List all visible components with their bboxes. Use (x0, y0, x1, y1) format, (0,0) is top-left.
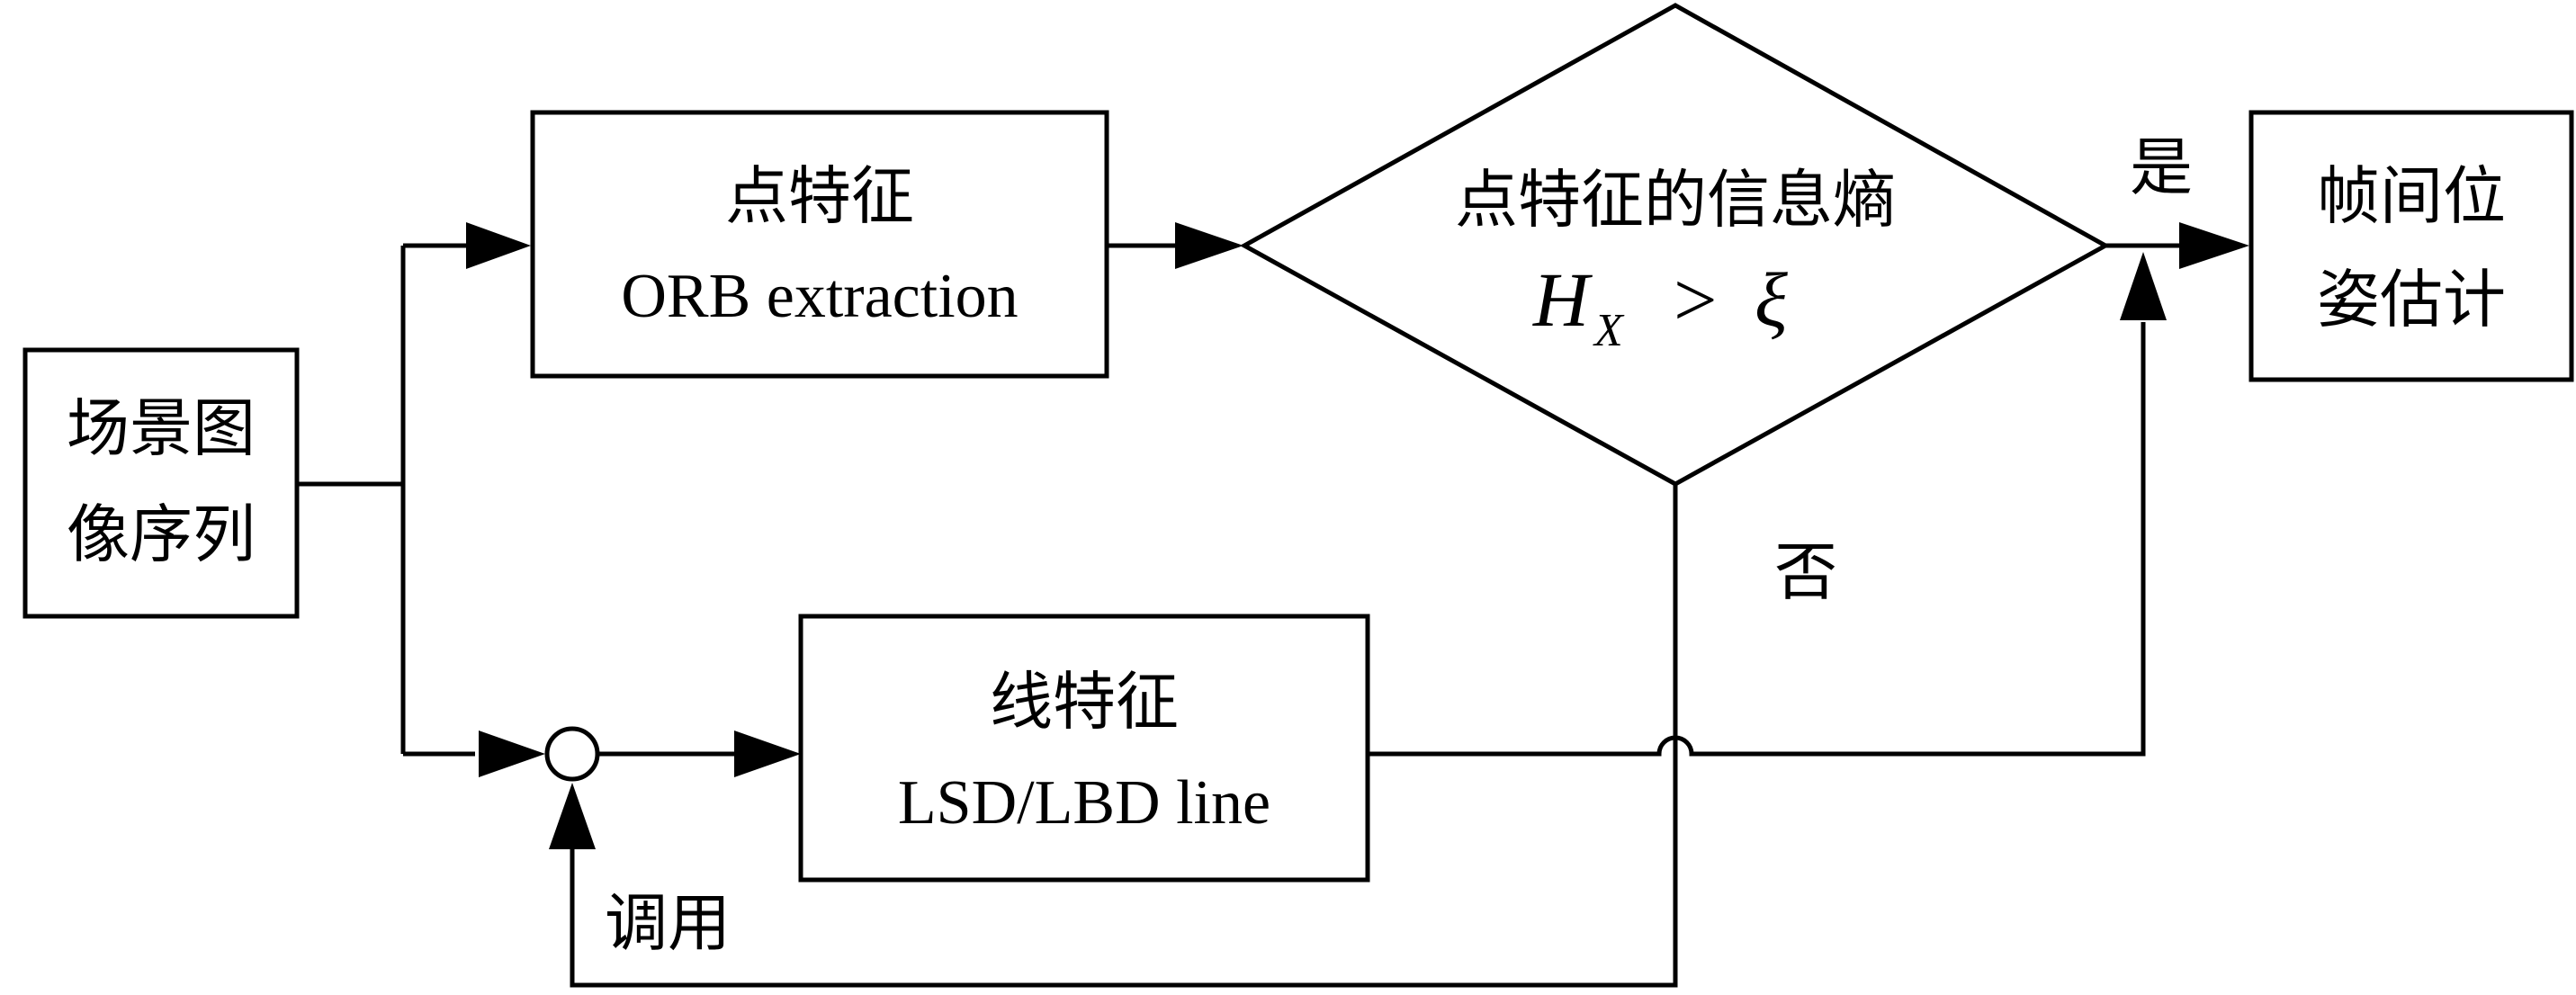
node-line-feature: 线特征 LSD/LBD line (798, 614, 1370, 883)
arrowhead-to-line-feature (734, 731, 801, 777)
node-scene-image-sequence-line1: 场景图 (67, 391, 256, 465)
node-line-feature-box (798, 614, 1370, 883)
node-point-feature: 点特征 ORB extraction (530, 110, 1109, 379)
arrowhead-up-to-pose-line (2120, 252, 2167, 320)
node-line-feature-title: 线特征 (990, 665, 1179, 739)
node-interframe-pose: 帧间位 姿估计 (2248, 110, 2574, 382)
decision-formula-variable: H (1532, 256, 1593, 343)
node-decision-diamond (1239, 3, 2111, 487)
edge-label-invoke: 调用 (605, 886, 731, 960)
node-line-feature-subtitle: LSD/LBD line (898, 768, 1270, 838)
arrowhead-to-merge-circle (479, 731, 545, 777)
node-interframe-pose-line2: 姿估计 (2317, 263, 2506, 336)
node-point-feature-box (530, 110, 1109, 379)
node-scene-image-sequence: 场景图 像序列 (22, 347, 300, 619)
arrowhead-to-point-feature (466, 222, 531, 269)
node-scene-image-sequence-line2: 像序列 (67, 498, 256, 571)
node-decision-entropy: 点特征的信息熵 H X > ξ (1239, 3, 2111, 487)
arrowhead-to-decision (1175, 222, 1243, 269)
node-scene-image-sequence-box (22, 347, 300, 619)
connector-decision-no-loop (570, 484, 1678, 988)
arrowhead-up-to-merge-circle (549, 783, 596, 849)
edge-label-no: 否 (1774, 535, 1837, 609)
node-point-feature-subtitle: ORB extraction (621, 262, 1018, 331)
decision-formula-operator: > (1674, 256, 1718, 343)
node-interframe-pose-box (2248, 110, 2574, 382)
node-decision-title: 点特征的信息熵 (1455, 163, 1896, 237)
node-point-feature-title: 点特征 (725, 159, 914, 233)
decision-formula-threshold: ξ (1755, 256, 1788, 343)
arrowhead-to-pose (2179, 222, 2249, 269)
node-interframe-pose-line1: 帧间位 (2317, 159, 2506, 233)
decision-formula-subscript: X (1593, 305, 1625, 356)
edge-label-yes: 是 (2130, 130, 2193, 204)
merge-junction-circle (544, 726, 600, 782)
